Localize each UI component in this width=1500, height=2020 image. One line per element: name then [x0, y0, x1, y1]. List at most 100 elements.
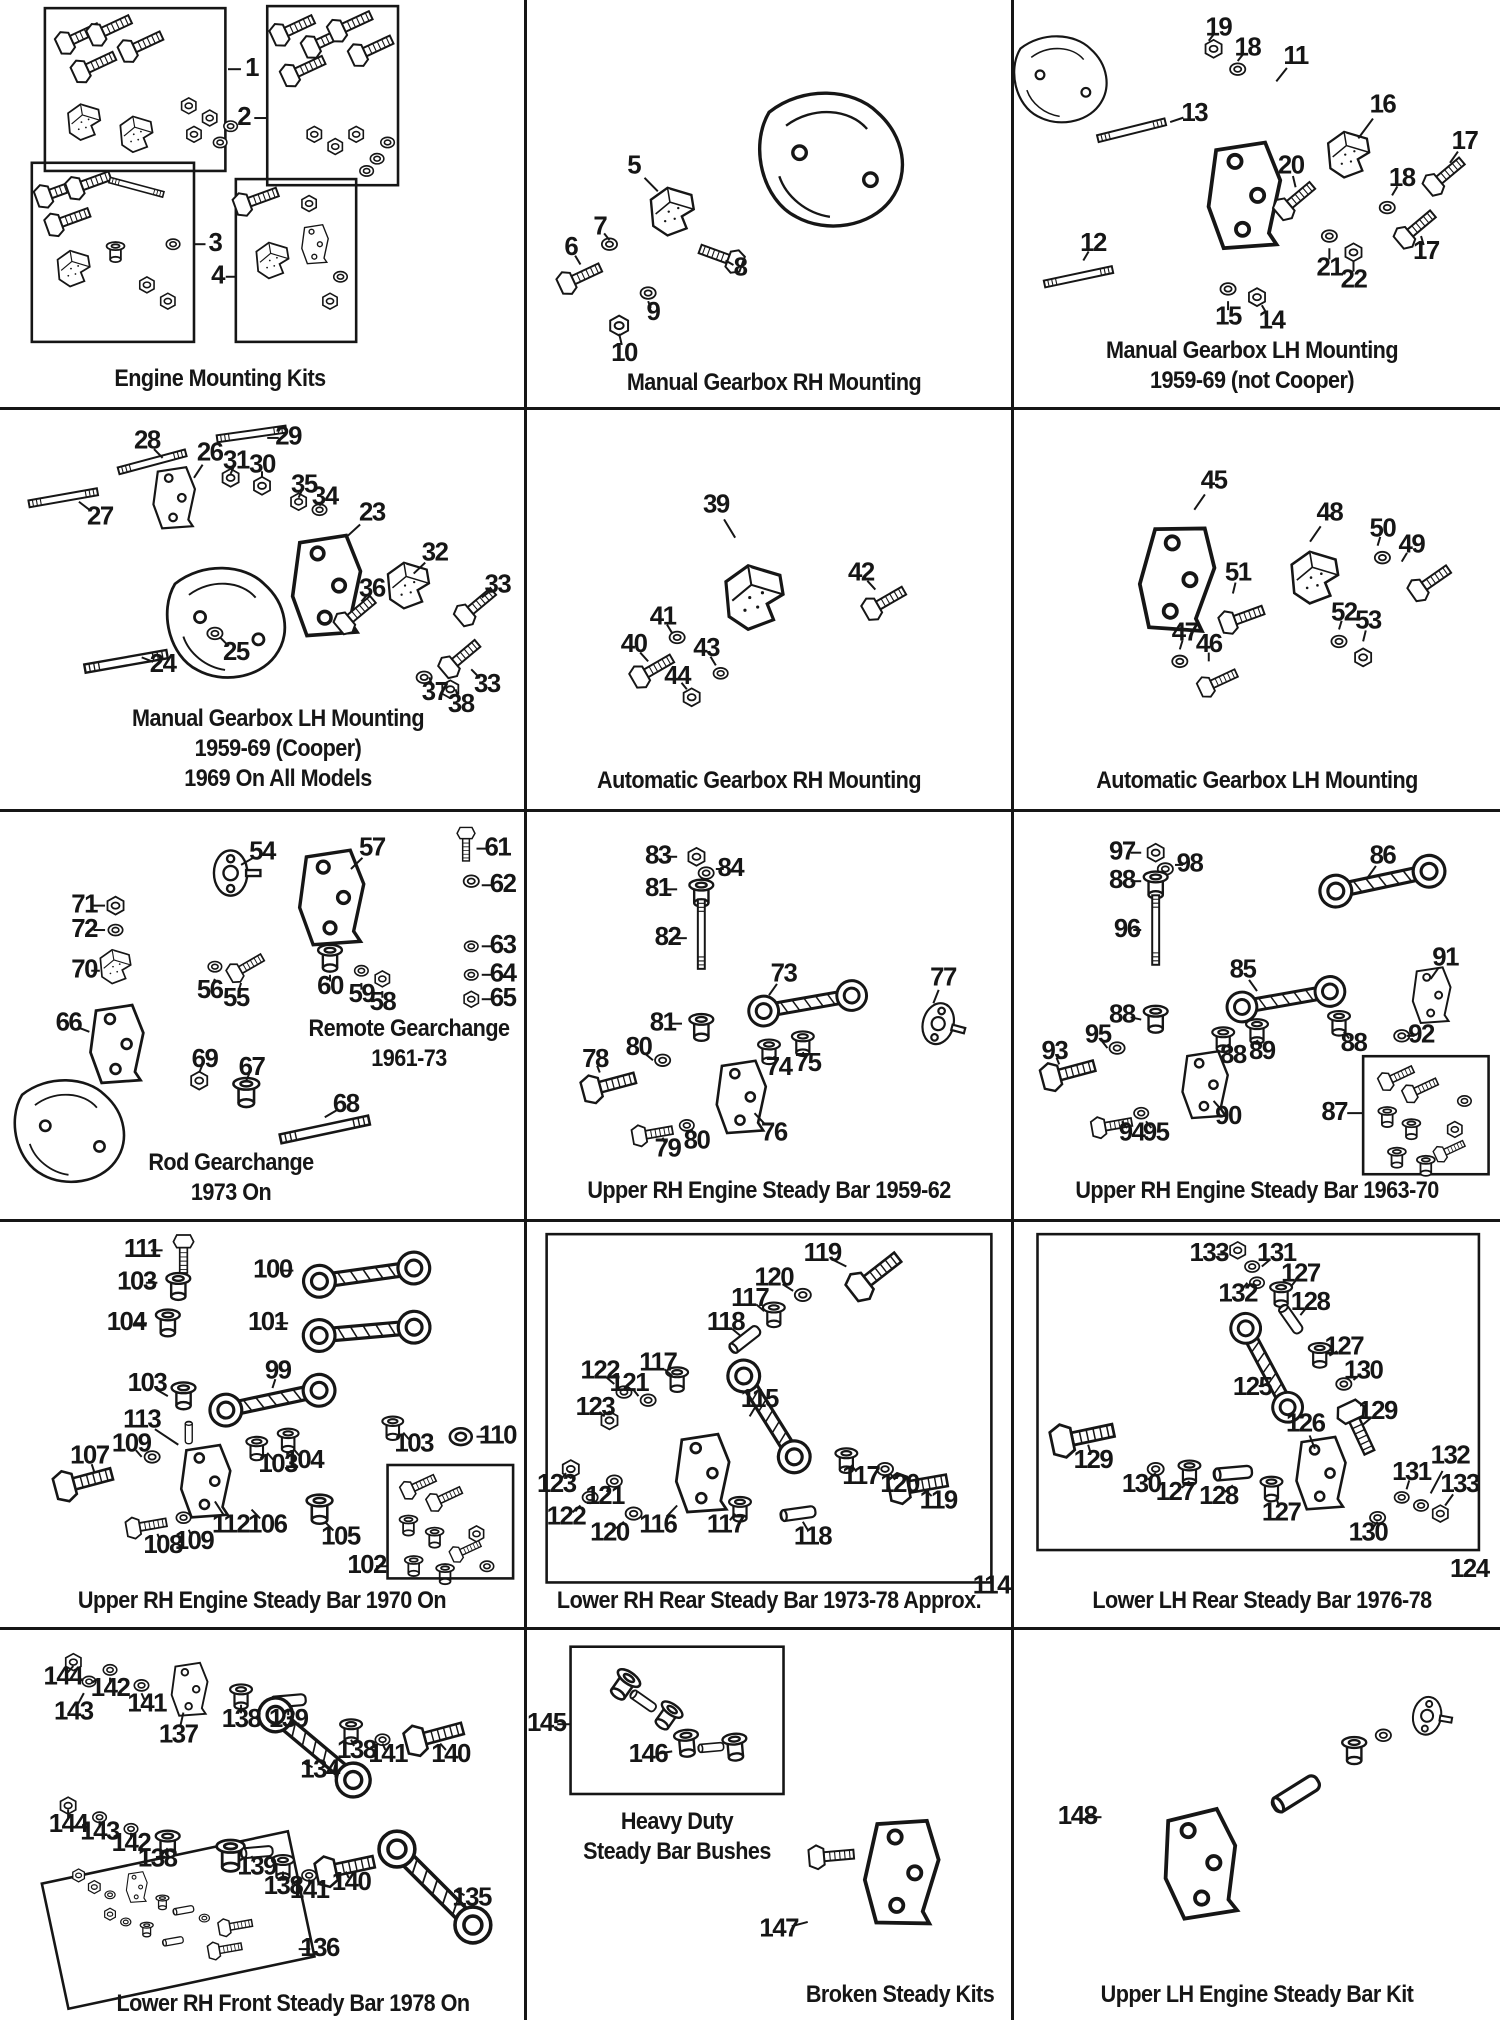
bolt-part-icon	[216, 1913, 255, 1939]
callout-129: 129	[1074, 1446, 1114, 1474]
callout-117: 117	[842, 1462, 880, 1490]
callout-61: 61	[485, 833, 512, 861]
callout-53: 53	[1355, 606, 1382, 634]
link-part-icon	[300, 1308, 433, 1355]
callout-leader-line	[632, 1388, 640, 1397]
nut-part-icon	[348, 125, 365, 144]
callout-leader-line	[78, 500, 92, 512]
nut-part-icon	[301, 194, 318, 213]
callout-122: 122	[581, 1357, 621, 1385]
callout-84: 84	[717, 854, 745, 882]
callout-72: 72	[71, 915, 98, 943]
callout-leader-line	[1449, 151, 1459, 164]
bush-part-icon	[1340, 1735, 1368, 1766]
callout-135: 135	[452, 1884, 492, 1912]
callout-122: 122	[547, 1502, 587, 1530]
callout-142: 142	[112, 1829, 152, 1857]
callout-69: 69	[192, 1045, 219, 1073]
caption-line: Lower RH Rear Steady Bar 1973-78 Approx.	[556, 1586, 982, 1614]
callout-leader-line	[644, 1052, 654, 1062]
callout-79: 79	[655, 1135, 682, 1163]
kit-box	[234, 177, 358, 344]
nut-part-icon	[374, 970, 391, 988]
bolt-part-icon	[807, 1841, 856, 1871]
callout-93: 93	[1042, 1037, 1069, 1065]
callout-leader-line	[1362, 630, 1367, 642]
callout-leader-line	[709, 656, 717, 666]
bolt-part-icon	[223, 947, 269, 986]
stud-part-icon	[108, 176, 165, 198]
callout-141: 141	[290, 1876, 330, 1904]
callout-139: 139	[237, 1852, 277, 1880]
callout-leader-line	[187, 1529, 193, 1537]
callout-128: 128	[1199, 1482, 1239, 1510]
nut-part-icon	[1204, 39, 1223, 59]
callout-leader-line	[1212, 1100, 1223, 1111]
washer-part-icon	[223, 120, 239, 133]
nut-part-icon	[463, 990, 480, 1008]
bush-part-icon	[1416, 1154, 1436, 1177]
nut-part-icon	[1354, 647, 1373, 668]
callout-22: 22	[1341, 266, 1368, 294]
callout-131: 131	[1392, 1458, 1432, 1486]
callout-121: 121	[610, 1369, 650, 1397]
caption-line: Automatic Gearbox LH Mounting	[1096, 767, 1418, 795]
callout-119: 119	[804, 1239, 842, 1267]
callout-131: 131	[1257, 1239, 1297, 1267]
callout-32: 32	[422, 538, 449, 566]
panel-caption: Lower RH Front Steady Bar 1978 On	[117, 1989, 471, 2019]
callout-108: 108	[143, 1531, 183, 1559]
bolt-part-icon	[114, 23, 168, 67]
washer-part-icon	[1378, 200, 1396, 215]
bolt-part-icon	[1431, 1135, 1469, 1165]
nut-part-icon	[72, 1868, 86, 1883]
bracket-part-icon	[674, 1432, 731, 1514]
washer-part-icon	[1373, 550, 1391, 565]
callout-leader-line	[932, 989, 940, 1004]
callout-leader-line	[214, 1500, 225, 1516]
callout-leader-line	[413, 561, 426, 575]
callout-leader-line	[923, 1488, 933, 1497]
callout-106: 106	[248, 1511, 288, 1539]
callout-59: 59	[349, 980, 376, 1008]
callout-117: 117	[731, 1284, 769, 1312]
callout-90: 90	[1215, 1102, 1242, 1130]
callout-23: 23	[359, 499, 386, 527]
nut-part-icon	[201, 109, 218, 127]
callout-leader-line	[1275, 1497, 1280, 1507]
callout-109: 109	[175, 1527, 215, 1555]
washer-part-icon	[639, 286, 657, 300]
nut-part-icon	[327, 137, 344, 156]
callout-47: 47	[1172, 618, 1199, 646]
bush-part-icon	[305, 1493, 334, 1526]
bush-part-icon	[403, 1555, 424, 1577]
callout-leader-line	[680, 682, 688, 690]
washer-part-icon	[207, 960, 223, 973]
callout-leader-line	[211, 978, 216, 986]
callout-leader-line	[1241, 1282, 1249, 1291]
rod-part-icon	[1268, 1771, 1324, 1816]
caption-line: Broken Steady Kits	[805, 1980, 994, 2008]
callout-125: 125	[1233, 1373, 1273, 1401]
callout-40: 40	[621, 630, 648, 658]
washer-part-icon	[1330, 634, 1348, 649]
callout-33: 33	[485, 570, 512, 598]
callout-147: 147	[759, 1914, 799, 1942]
bush-part-icon	[165, 1271, 192, 1302]
callout-leader-line	[1275, 67, 1288, 83]
callout-leader-line	[1299, 1307, 1307, 1316]
callout-130: 130	[1344, 1357, 1384, 1385]
callout-35: 35	[291, 471, 318, 499]
callout-leader-line	[229, 466, 235, 475]
callout-103: 103	[394, 1430, 434, 1458]
callout-85: 85	[1230, 956, 1257, 984]
callout-80: 80	[684, 1126, 711, 1154]
callout-leader-line	[350, 1739, 355, 1747]
bracket-part-icon	[1158, 1805, 1244, 1922]
